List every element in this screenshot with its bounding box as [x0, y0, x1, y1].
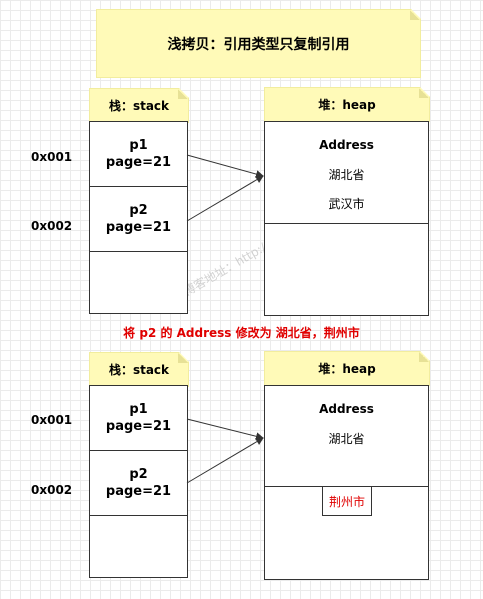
- heap-divider: [265, 223, 428, 224]
- address-label-p2: 0x002: [31, 483, 73, 497]
- change-note: 将 p2 的 Address 修改为 湖北省，荆州市: [123, 326, 360, 340]
- stack-header-1: 栈：stack: [89, 88, 189, 123]
- reference-arrow-p2: [186, 175, 264, 222]
- stack-cell-empty: [90, 516, 187, 577]
- variable-name: p1: [129, 138, 148, 153]
- stack-box-1: p1 page=21 p2 page=21: [89, 121, 188, 314]
- stack-cell-p1: p1 page=21: [90, 122, 187, 187]
- stack-box-2: p1 page=21 p2 page=21: [89, 385, 188, 578]
- stack-cell-empty: [90, 252, 187, 313]
- province-value: 湖北省: [328, 432, 365, 446]
- variable-field: page=21: [105, 484, 172, 499]
- heap-header-2: 堆：heap: [264, 351, 430, 386]
- address-label-p1: 0x001: [31, 150, 73, 164]
- city-value: 武汉市: [328, 197, 365, 211]
- stack-cell-p2: p2 page=21: [90, 187, 187, 252]
- address-label-p1: 0x001: [31, 413, 73, 427]
- address-label-p2: 0x002: [31, 219, 73, 233]
- variable-field: page=21: [105, 220, 172, 235]
- stack-title: 栈：stack: [108, 99, 170, 113]
- stack-cell-p1: p1 page=21: [90, 386, 187, 451]
- variable-name: p2: [129, 467, 148, 482]
- stack-cell-p2: p2 page=21: [90, 451, 187, 516]
- diagram-title: 浅拷贝：引用类型只复制引用: [167, 36, 350, 53]
- title-note: 浅拷贝：引用类型只复制引用: [96, 9, 421, 78]
- reference-arrow-p2: [186, 437, 264, 484]
- heap-divider: [265, 486, 428, 487]
- variable-field: page=21: [105, 155, 172, 170]
- variable-name: p2: [129, 203, 148, 218]
- address-object-label: Address: [319, 402, 374, 416]
- reference-arrow-p1: [186, 418, 264, 441]
- stack-title: 栈：stack: [108, 363, 170, 377]
- variable-field: page=21: [105, 419, 172, 434]
- heap-title: 堆：heap: [318, 98, 376, 112]
- heap-header-1: 堆：heap: [264, 87, 430, 122]
- stack-header-2: 栈：stack: [89, 352, 189, 387]
- province-value: 湖北省: [328, 168, 365, 182]
- heap-box-1: Address 湖北省 武汉市: [264, 121, 429, 316]
- city-value-changed: 荆州市: [322, 486, 372, 516]
- variable-name: p1: [129, 402, 148, 417]
- heap-box-2: Address 湖北省 荆州市: [264, 385, 429, 580]
- address-object-label: Address: [319, 138, 374, 152]
- city-value: 荆州市: [328, 494, 365, 509]
- heap-title: 堆：heap: [318, 362, 376, 376]
- reference-arrow-p1: [186, 154, 264, 178]
